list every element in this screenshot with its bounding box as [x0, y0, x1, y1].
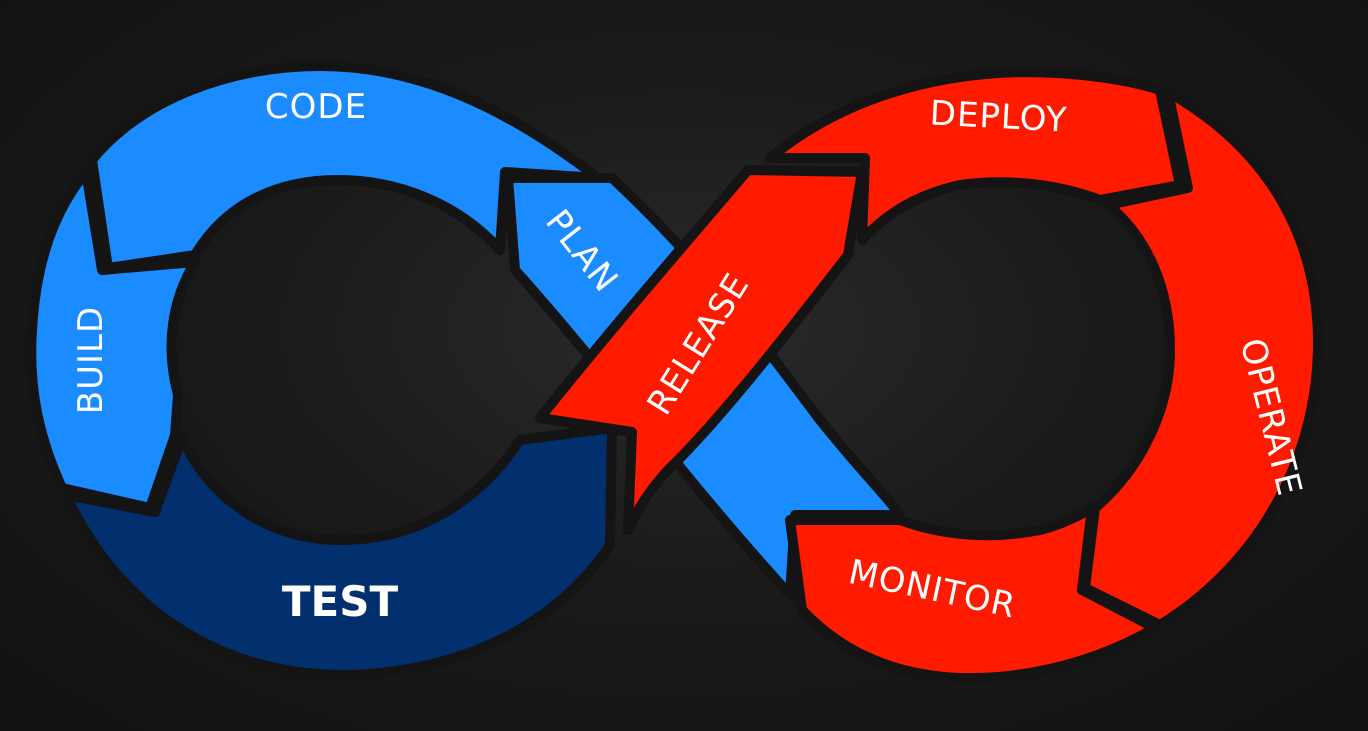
segment-build: [26, 167, 200, 513]
segment-operate: [1080, 87, 1324, 630]
label-test: TEST: [282, 577, 399, 626]
segment-test: [61, 423, 617, 680]
segment-code: [87, 61, 603, 273]
label-build: BUILD: [71, 306, 111, 414]
label-code: CODE: [265, 87, 367, 127]
segment-release: [535, 165, 867, 535]
label-deploy: DEPLOY: [929, 93, 1068, 140]
segment-monitor: [785, 503, 1160, 684]
segment-deploy: [765, 67, 1185, 245]
